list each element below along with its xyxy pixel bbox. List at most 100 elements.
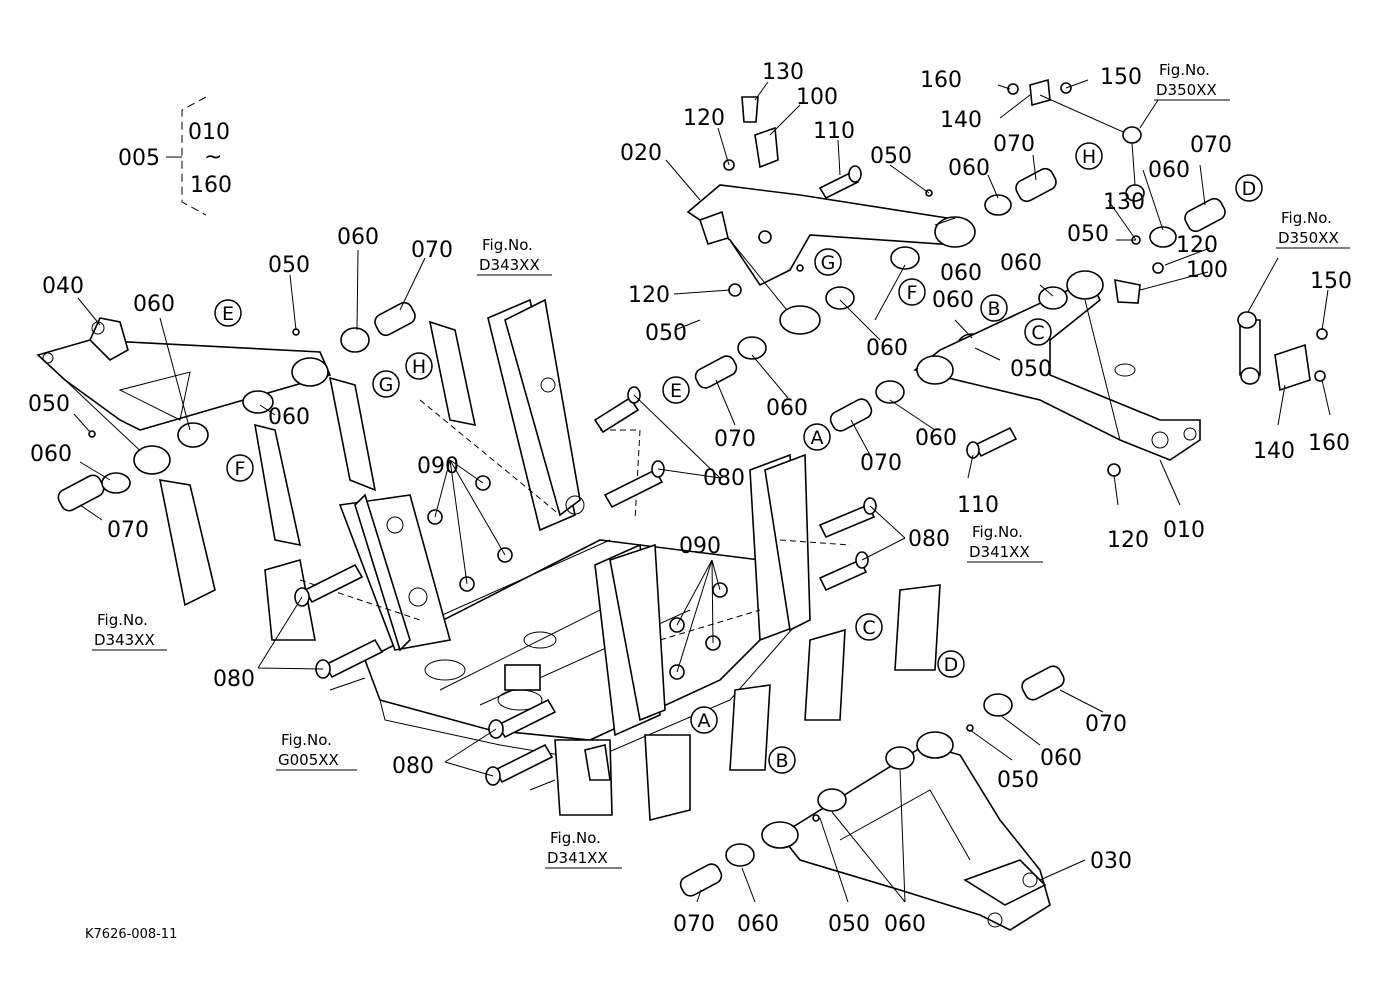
main-frame: [264, 298, 811, 816]
range-from: 010: [188, 120, 230, 145]
callout-circle: [898, 278, 926, 306]
left-hardware: [57, 301, 416, 512]
arm-020: [686, 96, 976, 335]
fig-ref: Fig.No. D341XX: [545, 829, 622, 869]
callout-letter: B: [987, 298, 1000, 320]
fig-ref: Fig.No. D350XX: [1154, 61, 1230, 101]
arm-040: [36, 317, 332, 475]
part-label-050: 050: [28, 392, 70, 417]
callout-f: F: [226, 454, 254, 482]
part-label-090: 090: [417, 454, 459, 479]
callout-letter: D: [1242, 178, 1257, 200]
part-label-130: 130: [762, 60, 804, 85]
arm-010: [913, 235, 1201, 477]
callout-letter: G: [379, 374, 394, 396]
callout-letter: H: [412, 356, 426, 378]
fig-ref-code: D350XX: [1278, 229, 1339, 247]
fig-ref-code: D343XX: [94, 631, 155, 649]
fig-ref-code: G005XX: [278, 751, 339, 769]
fig-ref-title: Fig.No.: [281, 731, 332, 749]
part-label-050: 050: [1067, 222, 1109, 247]
stabilizer-links: [1007, 78, 1328, 392]
callout-circle: [980, 294, 1008, 322]
callout-circle: [1235, 174, 1263, 202]
callout-letter: F: [235, 458, 246, 480]
fig-refs: Fig.No. D343XX Fig.No. D343XX Fig.No. G005XX F…: [92, 61, 1350, 869]
callout-circle: [690, 706, 718, 734]
part-label-070: 070: [673, 912, 715, 937]
callout-letter: C: [862, 617, 875, 639]
fig-ref-code: D341XX: [547, 849, 608, 867]
part-label-070: 070: [411, 238, 453, 263]
callout-letter: H: [1082, 146, 1096, 168]
fig-ref-title: Fig.No.: [972, 523, 1023, 541]
callout-d: D: [937, 650, 965, 678]
part-label-160: 160: [920, 68, 962, 93]
callout-g: G: [372, 370, 400, 398]
fig-ref-title: Fig.No.: [550, 829, 601, 847]
part-label-110: 110: [957, 493, 999, 518]
part-label-160: 160: [1308, 431, 1350, 456]
callout-h: H: [405, 352, 433, 380]
callout-a: A: [803, 423, 831, 451]
fig-ref: Fig.No. D343XX: [92, 611, 167, 651]
part-label-060: 060: [1148, 158, 1190, 183]
part-label-030: 030: [1090, 849, 1132, 874]
part-label-140: 140: [940, 108, 982, 133]
callout-letter: G: [821, 252, 836, 274]
part-label-050: 050: [1010, 357, 1052, 382]
part-label-060: 060: [884, 912, 926, 937]
part-label-050: 050: [997, 768, 1039, 793]
part-label-050: 050: [828, 912, 870, 937]
leader-lines: [73, 79, 1331, 903]
callout-e: E: [662, 376, 690, 404]
part-label-150: 150: [1100, 65, 1142, 90]
part-label-130: 130: [1103, 190, 1145, 215]
fig-ref-code: D350XX: [1156, 81, 1217, 99]
part-label-070: 070: [107, 518, 149, 543]
callout-c: C: [855, 613, 883, 641]
fig-ref-title: Fig.No.: [97, 611, 148, 629]
part-label-050: 050: [645, 321, 687, 346]
callout-circle: [405, 352, 433, 380]
callout-d: D: [1235, 174, 1263, 202]
callout-f: F: [898, 278, 926, 306]
part-label-080: 080: [703, 466, 745, 491]
image-code: K7626-008-11: [85, 927, 177, 942]
callout-circle: [372, 370, 400, 398]
part-label-140: 140: [1253, 439, 1295, 464]
callout-circle: [768, 746, 796, 774]
callout-e: E: [214, 299, 242, 327]
callout-circle: [1024, 318, 1052, 346]
fig-ref-code: D341XX: [969, 543, 1030, 561]
fig-ref-code: D343XX: [479, 256, 540, 274]
right-top-hardware: [1038, 197, 1226, 310]
range-bracket: 005 010 ~ 160: [118, 96, 232, 216]
callout-b: B: [768, 746, 796, 774]
callout-letter: F: [907, 282, 918, 304]
part-label-070: 070: [860, 451, 902, 476]
part-label-120: 120: [628, 283, 670, 308]
range-tilde: ~: [204, 145, 222, 170]
bolts-080: [294, 386, 877, 786]
fig-ref: Fig.No. D343XX: [477, 236, 552, 276]
fig-ref-title: Fig.No.: [482, 236, 533, 254]
part-label-080: 080: [908, 527, 950, 552]
part-label-060: 060: [948, 156, 990, 181]
callout-g: G: [814, 248, 842, 276]
callout-circle: [803, 423, 831, 451]
part-label-020: 020: [620, 141, 662, 166]
part-label-070: 070: [1190, 133, 1232, 158]
range-assembly: 005: [118, 146, 160, 171]
part-label-100: 100: [1186, 258, 1228, 283]
part-label-100: 100: [796, 85, 838, 110]
callout-circle: [662, 376, 690, 404]
callout-circle: [226, 454, 254, 482]
fig-ref-title: Fig.No.: [1159, 61, 1210, 79]
callout-letter: C: [1031, 322, 1044, 344]
fig-ref-title: Fig.No.: [1281, 209, 1332, 227]
callout-circle: [855, 613, 883, 641]
